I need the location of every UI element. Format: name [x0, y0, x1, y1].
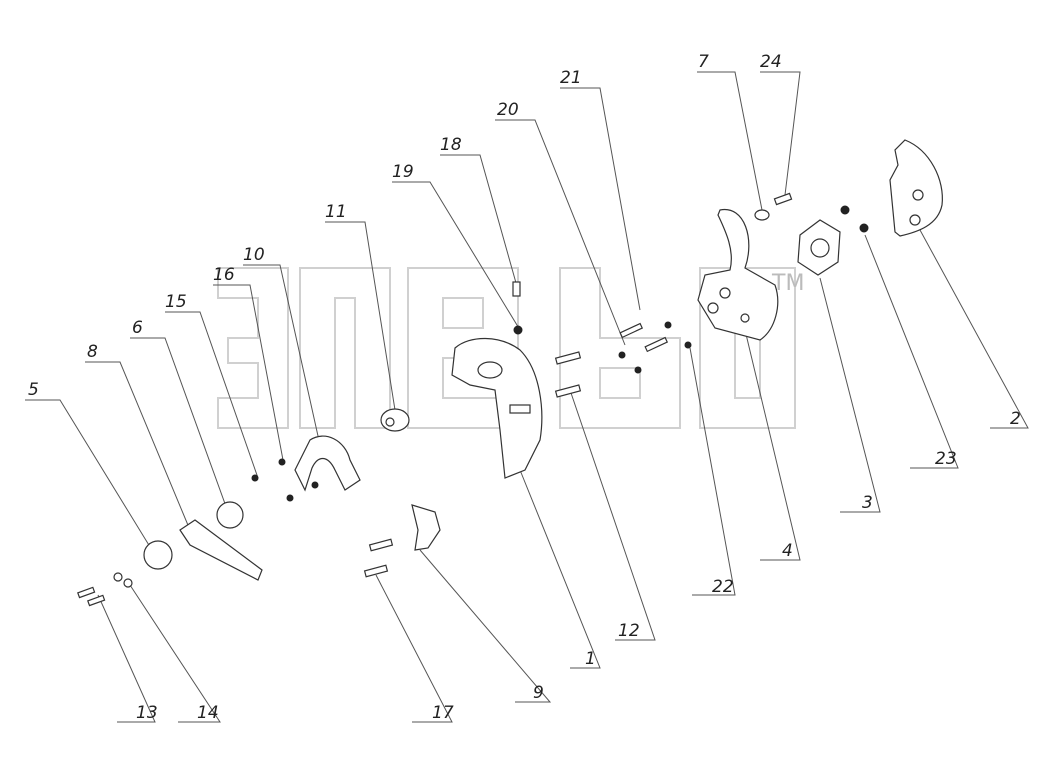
callout-4: 4: [782, 541, 793, 561]
callout-15: 15: [165, 292, 187, 312]
part-10-clamp: [294, 435, 361, 492]
callout-9: 9: [533, 683, 544, 703]
watermark: TM: [217, 267, 804, 429]
callout-3: 3: [862, 493, 873, 513]
callout-10: 10: [243, 245, 265, 265]
callout-23: 23: [935, 449, 957, 469]
callout-18: 18: [440, 135, 462, 155]
part-9-angle-bracket: [411, 504, 441, 551]
callout-7: 7: [698, 52, 709, 72]
callout-2: 2: [1010, 409, 1021, 429]
leader-lines: [25, 71, 1029, 723]
callout-13: 13: [136, 703, 158, 723]
part-11-bushing: [380, 408, 410, 432]
callout-16: 16: [213, 265, 235, 285]
callout-19: 19: [392, 162, 414, 182]
callout-1: 1: [585, 649, 596, 669]
callout-22: 22: [712, 577, 734, 597]
part-5-disk: [143, 540, 173, 570]
part-2-cover-plate: [889, 139, 943, 237]
part-1-main-plate: [451, 337, 543, 479]
callout-24: 24: [760, 52, 782, 72]
callout-6: 6: [132, 318, 143, 338]
callout-14: 14: [197, 703, 219, 723]
callout-20: 20: [497, 100, 519, 120]
callout-8: 8: [87, 342, 98, 362]
part-4-bracket: [697, 209, 779, 341]
callout-11: 11: [325, 202, 347, 222]
callout-12: 12: [618, 621, 640, 641]
callout-labels: 1 2 3 4 5 6 7 8 9 10 11 12 13 14 15 16 1…: [28, 52, 1021, 723]
callout-21: 21: [560, 68, 582, 88]
callout-17: 17: [432, 703, 454, 723]
part-6-disk: [216, 501, 244, 529]
callout-5: 5: [28, 380, 39, 400]
parts: [77, 139, 943, 607]
part-8-lever: [179, 519, 263, 581]
